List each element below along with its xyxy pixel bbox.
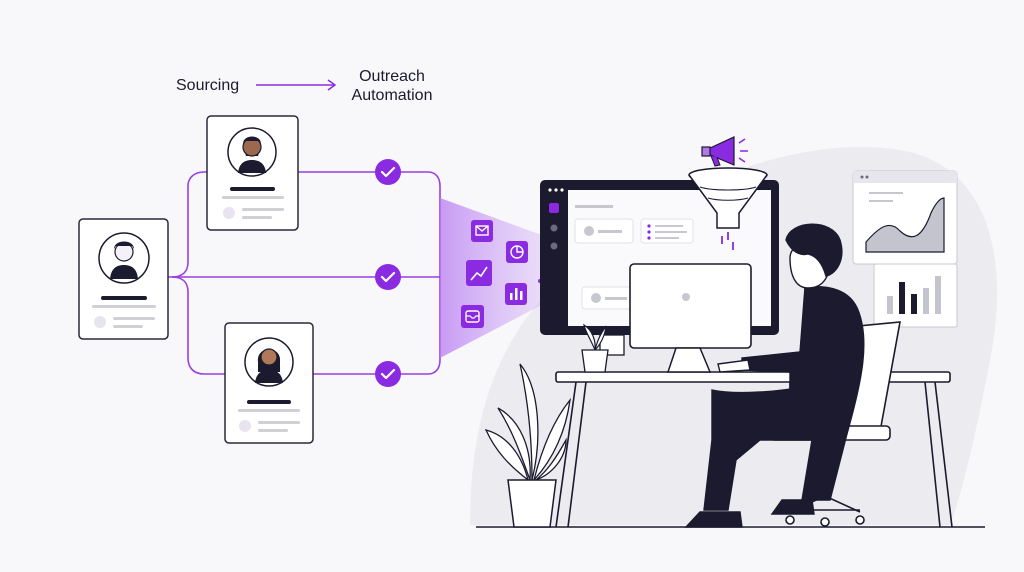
mail-icon — [471, 220, 493, 242]
check-icon — [380, 368, 396, 380]
person-at-desk — [684, 223, 865, 528]
front-monitor — [629, 263, 752, 373]
outreach-label-line2: Automation — [351, 87, 433, 104]
funnel-icon — [688, 167, 768, 250]
megaphone-icon — [701, 136, 748, 167]
sourcing-to-outreach-arrow — [256, 79, 337, 91]
avatar — [255, 348, 283, 383]
area-chart-panel — [852, 170, 958, 265]
outreach-automation-label: Outreach Automation — [346, 67, 438, 105]
bar-chart-panel — [873, 263, 958, 328]
floor-plant — [484, 363, 571, 528]
avatar — [238, 136, 266, 173]
desk-plant — [581, 323, 609, 373]
check-badge-bottom — [375, 361, 401, 387]
candidate-card-source — [78, 218, 169, 340]
bar-chart-icon — [505, 283, 527, 305]
check-badge-middle — [375, 264, 401, 290]
check-icon — [380, 271, 396, 283]
candidate-card-top — [206, 115, 299, 231]
candidate-card-bottom — [224, 322, 314, 444]
check-badge-top — [375, 159, 401, 185]
sourcing-label: Sourcing — [176, 77, 240, 94]
trend-icon — [466, 260, 492, 286]
inbox-icon — [461, 305, 484, 328]
check-icon — [380, 166, 396, 178]
avatar — [110, 241, 138, 279]
outreach-label-line1: Outreach — [359, 68, 425, 85]
pie-chart-icon — [506, 241, 528, 263]
